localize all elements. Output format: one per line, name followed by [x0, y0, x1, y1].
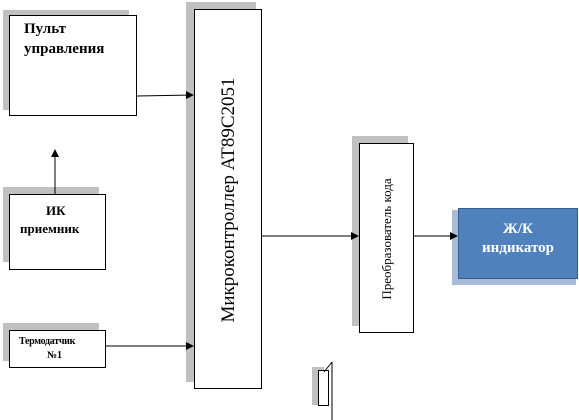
- thermo-sensor-label-line2: №1: [47, 350, 63, 361]
- control-panel-label-line1: Пульт: [24, 21, 66, 37]
- stray-fragment-block: [318, 370, 329, 406]
- thermo-sensor-block: Термодатчик №1: [9, 330, 106, 368]
- lcd-indicator-label-line1: Ж/К: [503, 221, 533, 237]
- stray-line-diagonal: [323, 361, 333, 373]
- lcd-indicator-block: Ж/К индикатор: [458, 208, 578, 279]
- lcd-indicator-label-line2: индикатор: [481, 240, 555, 256]
- microcontroller-block: Микроконтроллер AT89C2051: [194, 9, 262, 389]
- ir-receiver-label-line1: ИК: [46, 203, 66, 218]
- code-converter-block: Преобразователь кода: [359, 143, 414, 333]
- ir-receiver-label-line2: приемник: [20, 221, 80, 236]
- thermo-sensor-label-line1: Термодатчик: [19, 336, 76, 347]
- control-panel-block: Пульт управления: [9, 15, 137, 116]
- ir-receiver-block: ИК приемник: [9, 194, 106, 270]
- arrow-panel-to-mcu: [136, 91, 194, 100]
- control-panel-label-line2: управления: [24, 41, 105, 57]
